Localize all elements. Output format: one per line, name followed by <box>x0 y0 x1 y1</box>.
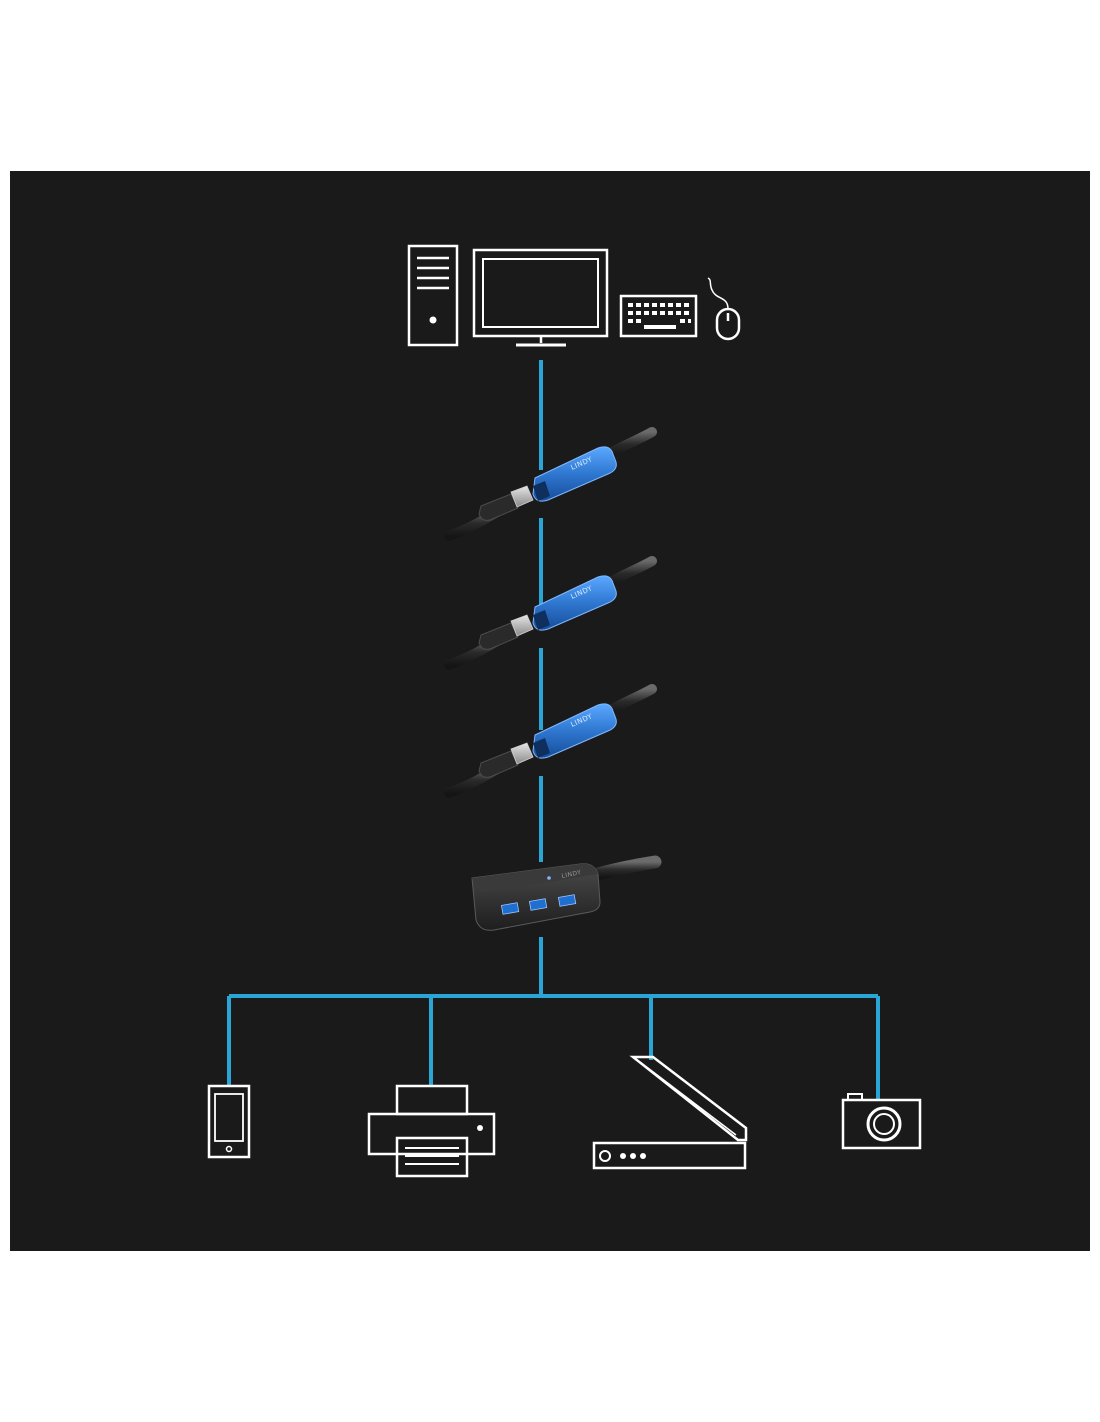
hub-port-3 <box>557 894 577 907</box>
male-plug-body <box>478 750 519 778</box>
monitor-icon <box>472 248 609 347</box>
keyboard-icon <box>619 294 698 338</box>
pc-tower-icon <box>407 244 459 347</box>
hub-port-1 <box>500 902 520 915</box>
endpoint-devices <box>207 1055 922 1178</box>
repeater-cable-pair-1: LINDY <box>444 427 657 541</box>
hub-brand-label: LINDY <box>561 869 582 880</box>
male-plug-metal <box>510 614 534 637</box>
repeater-socket <box>533 738 550 758</box>
connector-lines <box>227 360 880 1100</box>
hub-ports <box>500 894 577 915</box>
repeater-body <box>532 575 617 631</box>
camera-icon <box>841 1093 922 1150</box>
diagram-background <box>10 171 1090 1251</box>
usb-hub: LINDY <box>471 855 662 931</box>
repeater-cable-pair-3: LINDY <box>444 684 657 798</box>
repeater-socket <box>533 610 550 630</box>
repeater-cables: LINDY LINDY LINDY <box>444 427 657 798</box>
repeater-body <box>532 703 617 759</box>
mouse-icon <box>707 277 741 341</box>
repeater-cable-pair-2: LINDY <box>444 556 657 670</box>
host-computer <box>407 244 741 347</box>
repeater-socket <box>533 481 550 501</box>
hub-port-2 <box>528 898 548 911</box>
male-plug-body <box>478 493 519 521</box>
male-plug-body <box>478 622 519 650</box>
printer-icon <box>367 1084 496 1178</box>
smartphone-icon <box>207 1084 251 1159</box>
repeater-body <box>532 446 617 502</box>
scanner-icon <box>592 1055 748 1170</box>
male-plug-metal <box>510 485 534 508</box>
male-plug-metal <box>510 742 534 765</box>
